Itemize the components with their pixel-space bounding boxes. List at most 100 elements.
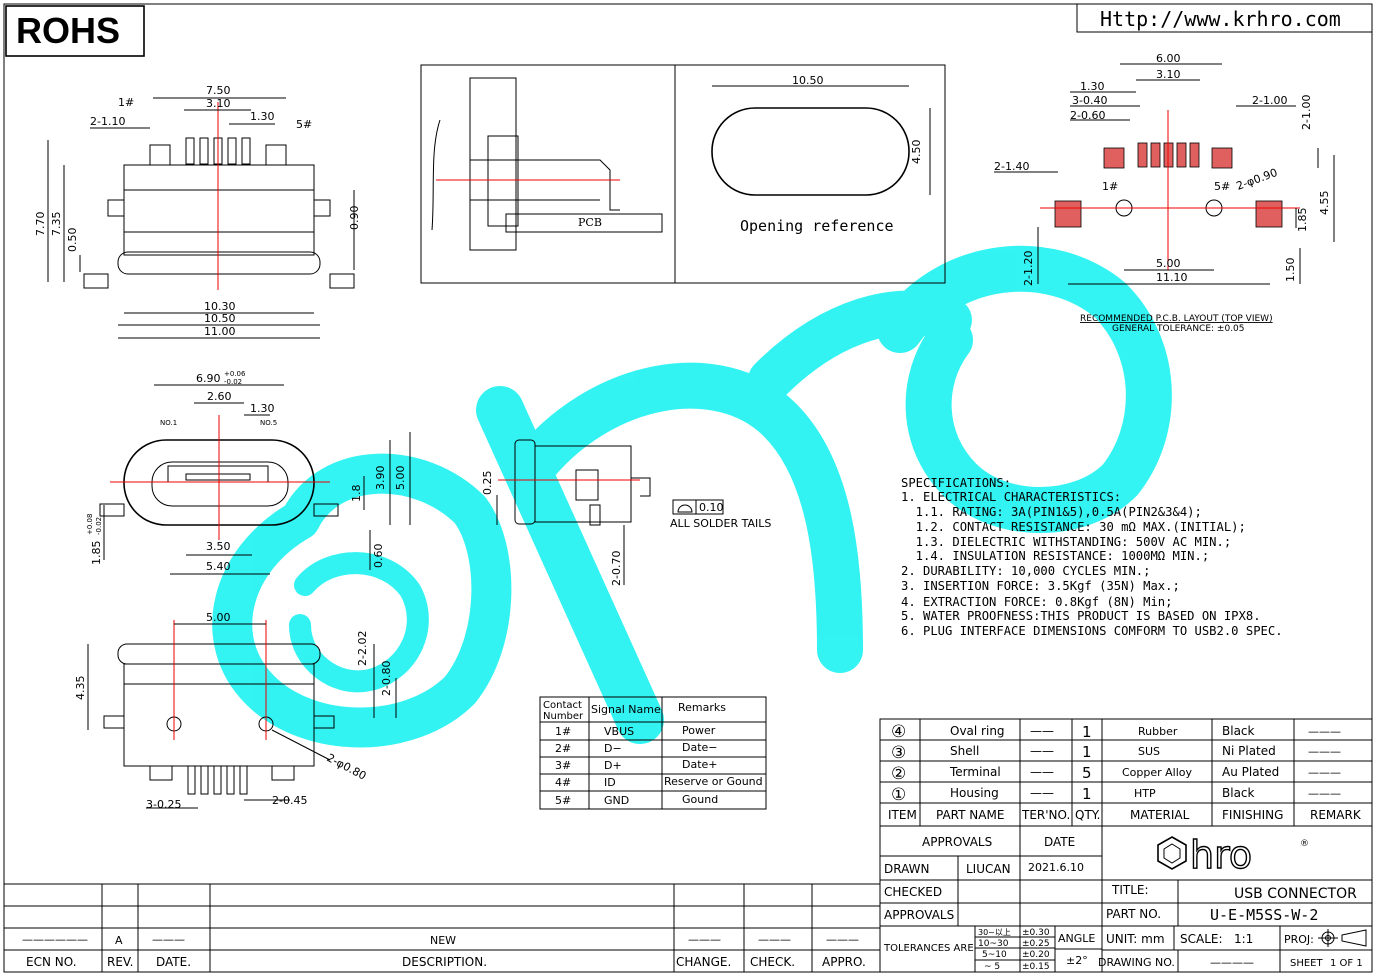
svg-text:PART NO.: PART NO. (1106, 907, 1161, 921)
svg-text:5.40: 5.40 (206, 560, 231, 573)
svg-text:6.00: 6.00 (1156, 52, 1181, 65)
svg-text:Au Plated: Au Plated (1222, 765, 1279, 779)
svg-text:10.50: 10.50 (792, 74, 824, 87)
svg-text:———: ——— (1308, 787, 1341, 800)
svg-text:6.90: 6.90 (196, 372, 221, 385)
svg-text:0.10: 0.10 (699, 501, 724, 514)
svg-text:10.30: 10.30 (204, 300, 236, 313)
svg-text:MATERIAL: MATERIAL (1130, 808, 1190, 822)
svg-text:2-0.45: 2-0.45 (272, 794, 307, 807)
svg-text:5. WATER PROOFNESS:THIS PRODUC: 5. WATER PROOFNESS:THIS PRODUCT IS BASED… (901, 609, 1261, 623)
side-view: 0.25 0.10 ALL SOLDER TAILS 2-0.70 (481, 439, 771, 586)
svg-text:Rubber: Rubber (1138, 725, 1178, 738)
pcb-layout-view: 6.00 3.10 1.30 3-0.40 2-0.60 2-1.00 2-1.… (994, 52, 1335, 334)
svg-text:0.90: 0.90 (348, 206, 361, 231)
svg-text:2-0.60: 2-0.60 (1070, 109, 1105, 122)
svg-text:APPROVALS: APPROVALS (922, 835, 992, 849)
svg-text:5#: 5# (296, 118, 312, 131)
svg-text:Ni Plated: Ni Plated (1222, 744, 1276, 758)
svg-text:1#: 1# (1102, 180, 1118, 193)
svg-text:APPRO.: APPRO. (822, 955, 866, 969)
svg-text:4.55: 4.55 (1318, 191, 1331, 216)
svg-text:USB CONNECTOR: USB CONNECTOR (1234, 886, 1357, 902)
title-block: APPROVALS DATE DRAWN LIUCAN 2021.6.10 CH… (879, 825, 1373, 973)
svg-text:3.10: 3.10 (1156, 68, 1181, 81)
svg-text:REMARK: REMARK (1310, 808, 1362, 822)
svg-text:③: ③ (891, 743, 906, 763)
svg-text:1: 1 (1082, 723, 1092, 741)
svg-text:——————: —————— (22, 933, 88, 946)
svg-text:1#: 1# (555, 725, 571, 738)
svg-text:Oval ring: Oval ring (950, 724, 1005, 738)
svg-text:———: ——— (1308, 725, 1341, 738)
svg-text:DRAWN: DRAWN (884, 862, 930, 876)
svg-text:——: —— (1030, 765, 1054, 779)
svg-text:3.50: 3.50 (206, 540, 231, 553)
svg-text:Black: Black (1222, 724, 1255, 738)
svg-text:SPECIFICATIONS:: SPECIFICATIONS: (901, 476, 1011, 490)
svg-text:®: ® (1300, 839, 1309, 849)
svg-text:4#: 4# (555, 776, 571, 789)
svg-text:1#: 1# (118, 96, 134, 109)
svg-text:RECOMMENDED P.C.B. LAYOUT (TOP: RECOMMENDED P.C.B. LAYOUT (TOP VIEW) (1080, 314, 1273, 324)
svg-text:4. EXTRACTION FORCE: 0.8Kgf (8: 4. EXTRACTION FORCE: 0.8Kgf (8N) Min; (901, 595, 1173, 609)
svg-text:2021.6.10: 2021.6.10 (1028, 861, 1084, 874)
svg-text:PCB: PCB (578, 216, 602, 229)
svg-text:hro: hro (1190, 833, 1252, 877)
svg-text:30~以上: 30~以上 (978, 928, 1011, 937)
svg-text:0.50: 0.50 (66, 228, 79, 253)
svg-text:ID: ID (604, 776, 616, 789)
svg-text:1.2. CONTACT RESISTANCE: 30 mΩ: 1.2. CONTACT RESISTANCE: 30 mΩ MAX.(INIT… (901, 520, 1246, 534)
svg-text:————: ———— (1210, 956, 1254, 969)
svg-text:3. INSERTION FORCE: 3.5Kgf (35: 3. INSERTION FORCE: 3.5Kgf (35N) Max.; (901, 579, 1180, 593)
svg-text:1.50: 1.50 (1284, 258, 1297, 283)
svg-text:1.30: 1.30 (250, 110, 275, 123)
svg-text:Copper Alloy: Copper Alloy (1122, 766, 1193, 779)
svg-text:2#: 2# (555, 742, 571, 755)
svg-text:2. DURABILITY: 10,000 CYCLES M: 2. DURABILITY: 10,000 CYCLES MIN.; (901, 564, 1150, 578)
svg-text:———: ——— (826, 933, 859, 946)
svg-text:ITEM: ITEM (888, 808, 917, 822)
svg-text:REV.: REV. (107, 955, 133, 969)
svg-text:±0.30: ±0.30 (1022, 928, 1050, 938)
svg-text:TITLE:: TITLE: (1111, 883, 1149, 897)
svg-text:FINISHING: FINISHING (1222, 808, 1283, 822)
svg-text:Remarks: Remarks (678, 701, 726, 714)
svg-text:Opening reference: Opening reference (740, 217, 894, 235)
svg-text:3#: 3# (555, 759, 571, 772)
svg-text:1.85: 1.85 (90, 541, 103, 566)
url-box: Http://www.krhro.com (1076, 3, 1373, 33)
svg-text:1.85: 1.85 (1296, 208, 1309, 233)
svg-text:DATE: DATE (1044, 835, 1075, 849)
svg-text:1. ELECTRICAL CHARACTERISTICS:: 1. ELECTRICAL CHARACTERISTICS: (901, 490, 1121, 504)
svg-text:5#: 5# (1214, 180, 1230, 193)
svg-text:±0.20: ±0.20 (1022, 950, 1050, 960)
svg-text:ANGLE: ANGLE (1058, 932, 1095, 945)
svg-text:VBUS: VBUS (604, 725, 634, 738)
svg-text:1.4. INSULATION RESISTANCE: 10: 1.4. INSULATION RESISTANCE: 1000MΩ MIN.; (901, 549, 1209, 563)
svg-text:1.3. DIELECTRIC WITHSTANDING:: 1.3. DIELECTRIC WITHSTANDING: 500V AC MI… (901, 535, 1231, 549)
svg-text:Signal Name: Signal Name (591, 703, 661, 716)
svg-text:7.70: 7.70 (34, 212, 47, 237)
svg-text:——: —— (1030, 786, 1054, 800)
svg-text:3-0.25: 3-0.25 (146, 798, 181, 811)
hro-logo: hro ® (1157, 832, 1309, 878)
svg-text:Gound: Gound (682, 793, 718, 806)
svg-text:3.10: 3.10 (206, 97, 231, 110)
svg-text:Shell: Shell (950, 744, 979, 758)
svg-text:2-1.10: 2-1.10 (90, 115, 125, 128)
svg-text:D+: D+ (604, 759, 622, 772)
svg-text:-0.02: -0.02 (224, 378, 242, 386)
svg-text:Contact: Contact (543, 700, 582, 711)
svg-text:7.50: 7.50 (206, 84, 231, 97)
svg-text:Black: Black (1222, 786, 1255, 800)
svg-text:-0.02: -0.02 (95, 517, 103, 535)
svg-text:Number: Number (543, 711, 584, 722)
svg-text:5.00: 5.00 (206, 611, 231, 624)
svg-text:2-φ0.90: 2-φ0.90 (1235, 166, 1280, 193)
svg-text:Housing: Housing (950, 786, 999, 800)
svg-text:CHANGE.: CHANGE. (676, 955, 731, 969)
svg-text:GENERAL TOLERANCE: ±0.05: GENERAL TOLERANCE: ±0.05 (1112, 324, 1245, 334)
svg-text:2-1.40: 2-1.40 (994, 160, 1029, 173)
svg-text:CHECKED: CHECKED (884, 885, 942, 899)
